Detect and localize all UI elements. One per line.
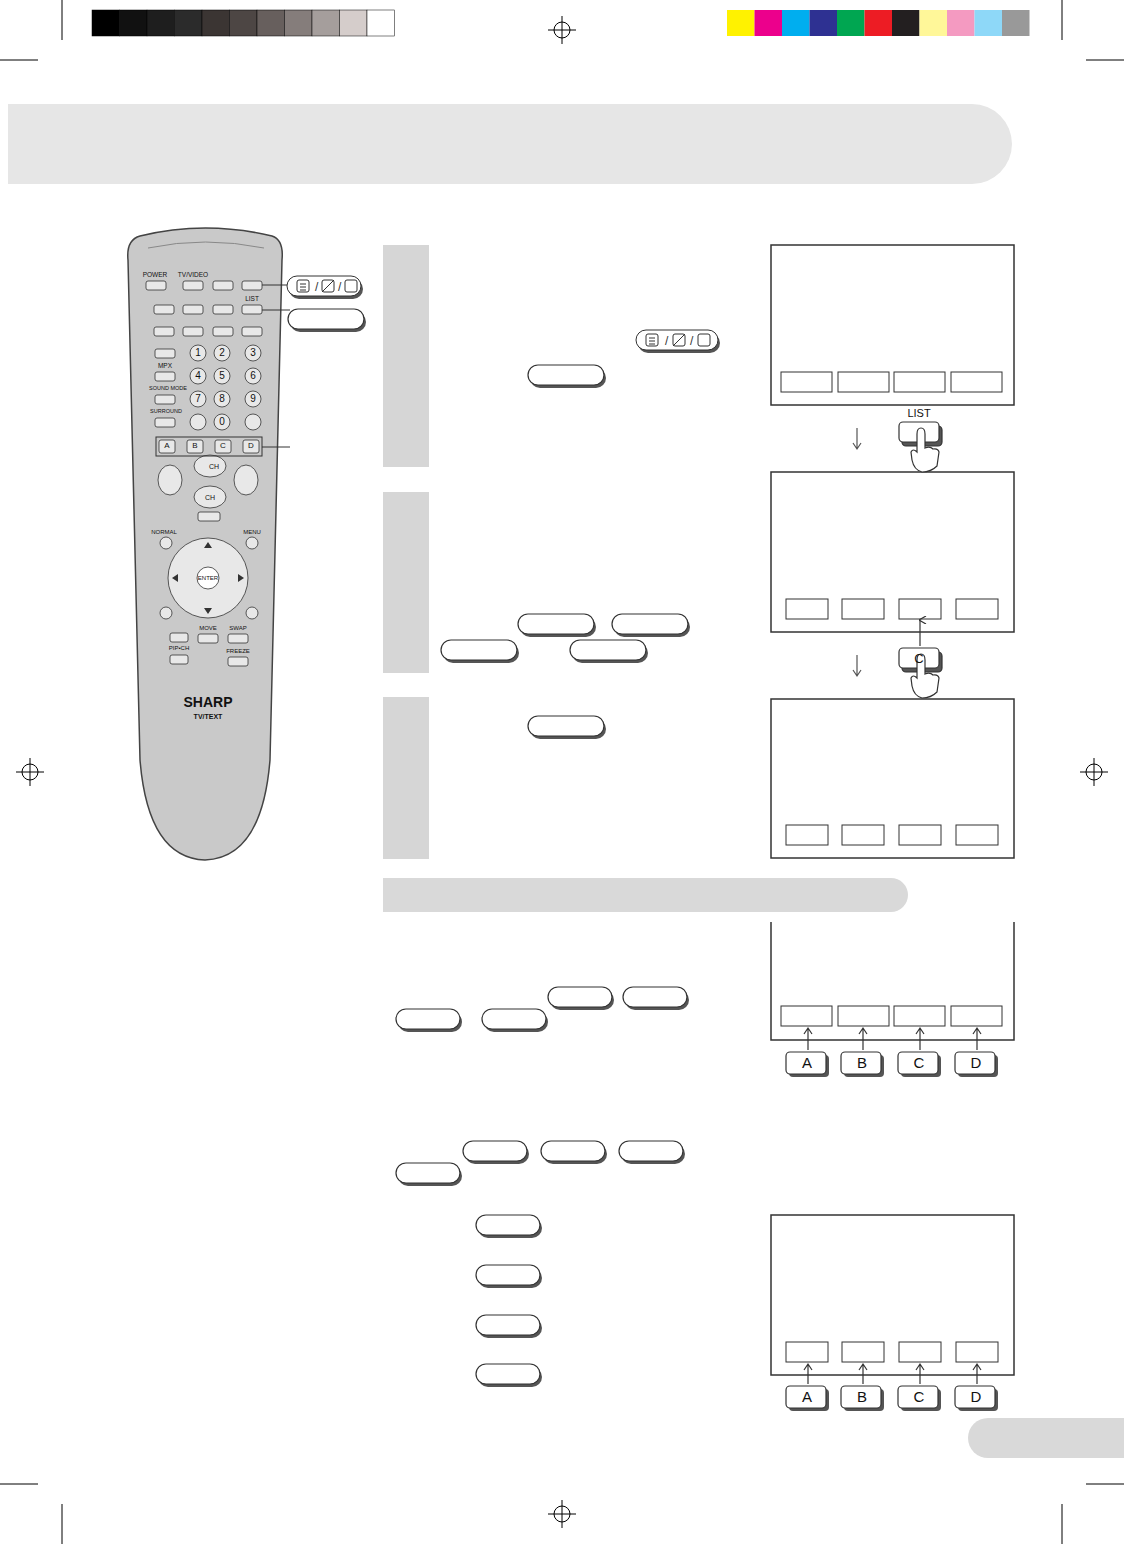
- remote-key-label: FREEZE: [226, 648, 250, 654]
- remote-key-label: ENTER: [198, 575, 218, 581]
- remote-key-label: D: [248, 442, 254, 450]
- remote-key-label: 5: [219, 371, 225, 381]
- remote-key-label: B: [192, 442, 197, 450]
- button-label: B: [857, 1389, 867, 1404]
- button-label: A: [802, 1389, 812, 1404]
- remote-key-label: TV/TEXT: [194, 713, 223, 720]
- remote-key-label: NORMAL: [151, 529, 177, 535]
- remote-key-label: POWER: [143, 272, 168, 279]
- button-label: C: [914, 652, 923, 665]
- remote-key-label: CH: [209, 463, 219, 470]
- svg-text:/: /: [315, 280, 319, 294]
- remote-key-label: A: [164, 442, 169, 450]
- remote-key-label: MPX: [158, 363, 172, 370]
- remote-key-label: MOVE: [199, 625, 217, 631]
- button-label: A: [802, 1055, 812, 1070]
- remote-key-label: 6: [250, 371, 256, 381]
- remote-key-label: 0: [219, 417, 225, 427]
- svg-text:/: /: [690, 334, 694, 348]
- button-label: D: [971, 1055, 982, 1070]
- remote-key-label: 3: [250, 348, 256, 358]
- remote-key-label: 9: [250, 394, 256, 404]
- remote-key-label: C: [220, 442, 226, 450]
- svg-text:/: /: [338, 280, 342, 294]
- remote-key-label: 1: [195, 348, 201, 358]
- button-label: D: [971, 1389, 982, 1404]
- remote-key-label: SOUND MODE: [149, 386, 187, 392]
- button-label: C: [914, 1055, 925, 1070]
- remote-key-label: LIST: [245, 296, 259, 303]
- remote-key-label: PIP•CH: [169, 645, 189, 651]
- remote-key-label: 2: [219, 348, 225, 358]
- remote-key-label: 8: [219, 394, 225, 404]
- remote-key-label: MENU: [243, 529, 261, 535]
- remote-key-label: SWAP: [229, 625, 246, 631]
- remote-key-label: SURROUND: [150, 409, 182, 415]
- remote-key-label: SHARP: [183, 695, 232, 709]
- remote-key-label: 7: [195, 394, 201, 404]
- remote-key-label: 4: [195, 371, 201, 381]
- button-label: C: [914, 1389, 925, 1404]
- remote-key-label: TV/VIDEO: [178, 272, 208, 279]
- button-label: LIST: [907, 408, 930, 419]
- svg-text:/: /: [665, 334, 669, 348]
- button-label: B: [857, 1055, 867, 1070]
- remote-key-label: CH: [205, 494, 215, 501]
